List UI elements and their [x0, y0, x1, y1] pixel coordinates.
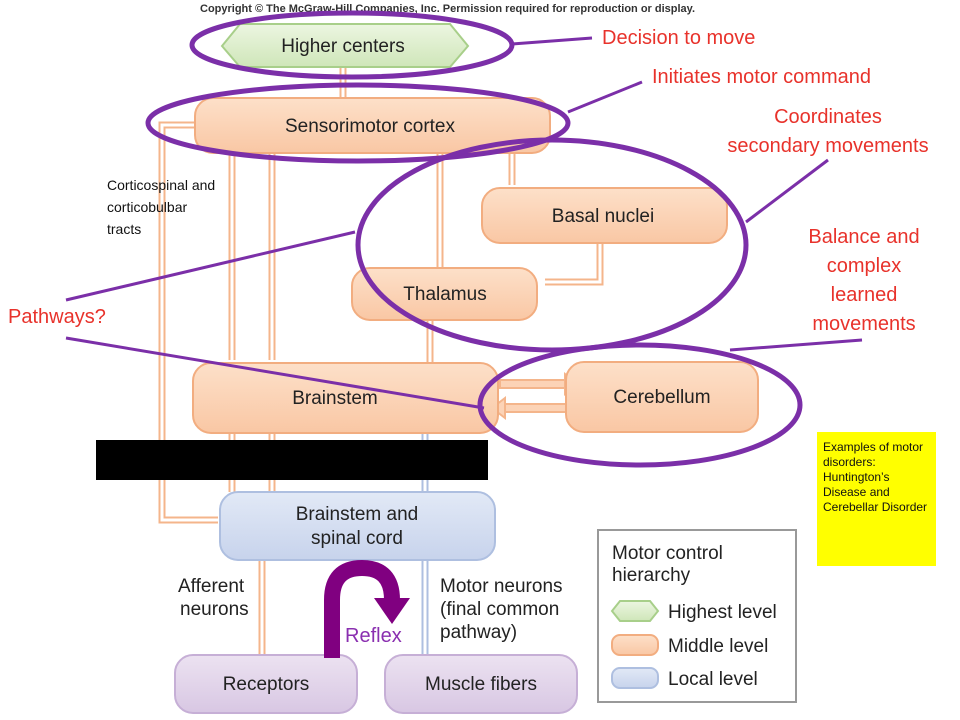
- legend-swatch-middle: [611, 634, 659, 656]
- legend-swatch-highest: [610, 600, 660, 622]
- annotation-balance-4: movements: [812, 313, 915, 335]
- muscle-fibers-label: Muscle fibers: [425, 674, 537, 695]
- annotation-balance-2: complex: [827, 255, 901, 277]
- higher-centers-label: Higher centers: [281, 36, 405, 57]
- motor-disorders-note: Examples of motor disorders: Huntington’…: [817, 432, 936, 566]
- annotation-coordinates-1: Coordinates: [774, 106, 882, 128]
- annotation-balance-1: Balance and: [808, 226, 919, 248]
- reflex-arrow: [324, 559, 410, 658]
- annotation-decision: Decision to move: [602, 27, 755, 49]
- motor-neurons-label-2: (final common: [440, 599, 559, 620]
- annotation-coordinates-2: secondary movements: [727, 135, 928, 157]
- highlight-ellipses: [145, 10, 803, 468]
- tracts-label-3: tracts: [107, 221, 141, 237]
- legend-local: Local level: [668, 669, 758, 690]
- receptors-label: Receptors: [223, 674, 310, 695]
- muscle-fibers-node: Muscle fibers: [384, 654, 578, 714]
- copyright-text: Copyright © The McGraw-Hill Companies, I…: [200, 3, 695, 15]
- spinal-label-1: Brainstem and: [296, 504, 419, 525]
- brainstem-label: Brainstem: [292, 388, 378, 409]
- legend-swatch-local: [611, 667, 659, 689]
- annotation-lines: [65, 36, 863, 410]
- ellipse-higher-centers: [189, 10, 515, 80]
- motor-neurons-label-3: pathway): [440, 622, 517, 643]
- cerebellum-node: Cerebellum: [565, 361, 759, 433]
- afferent-label-1: Afferent: [178, 576, 245, 597]
- ellipse-cerebellum: [477, 342, 803, 468]
- brainstem-node: Brainstem: [192, 362, 499, 434]
- ellipse-basal-thalamus: [355, 137, 749, 353]
- cerebellum-label: Cerebellum: [613, 387, 710, 408]
- sensorimotor-cortex-node: Sensorimotor cortex: [194, 97, 551, 154]
- afferent-label-2: neurons: [180, 599, 249, 620]
- tracts-label-1: Corticospinal and: [107, 177, 215, 193]
- sensorimotor-cortex-label: Sensorimotor cortex: [285, 116, 456, 137]
- higher-centers-node: Higher centers: [220, 23, 470, 68]
- annotation-initiates: Initiates motor command: [652, 66, 871, 88]
- annotation-pathways: Pathways?: [8, 306, 106, 328]
- legend-title-2: hierarchy: [612, 565, 691, 586]
- motor-neurons-label-1: Motor neurons: [440, 576, 563, 597]
- ellipse-cortex: [145, 82, 571, 164]
- legend-title-1: Motor control: [612, 543, 723, 564]
- redaction-bar: [96, 440, 488, 480]
- reflex-label: Reflex: [345, 625, 402, 647]
- legend: Motor control hierarchy Highest level Mi…: [597, 529, 797, 703]
- annotation-balance-3: learned: [831, 284, 898, 306]
- legend-highest: Highest level: [668, 602, 777, 623]
- legend-middle: Middle level: [668, 636, 768, 657]
- pathway-connectors-inner: [160, 66, 602, 655]
- thalamus-label: Thalamus: [403, 284, 486, 305]
- receptors-node: Receptors: [174, 654, 358, 714]
- spinal-label-2: spinal cord: [311, 528, 403, 549]
- basal-nuclei-node: Basal nuclei: [481, 187, 728, 244]
- brainstem-spinal-cord-node: Brainstem and spinal cord: [219, 491, 496, 561]
- tracts-label-2: corticobulbar: [107, 199, 187, 215]
- basal-nuclei-label: Basal nuclei: [552, 206, 654, 227]
